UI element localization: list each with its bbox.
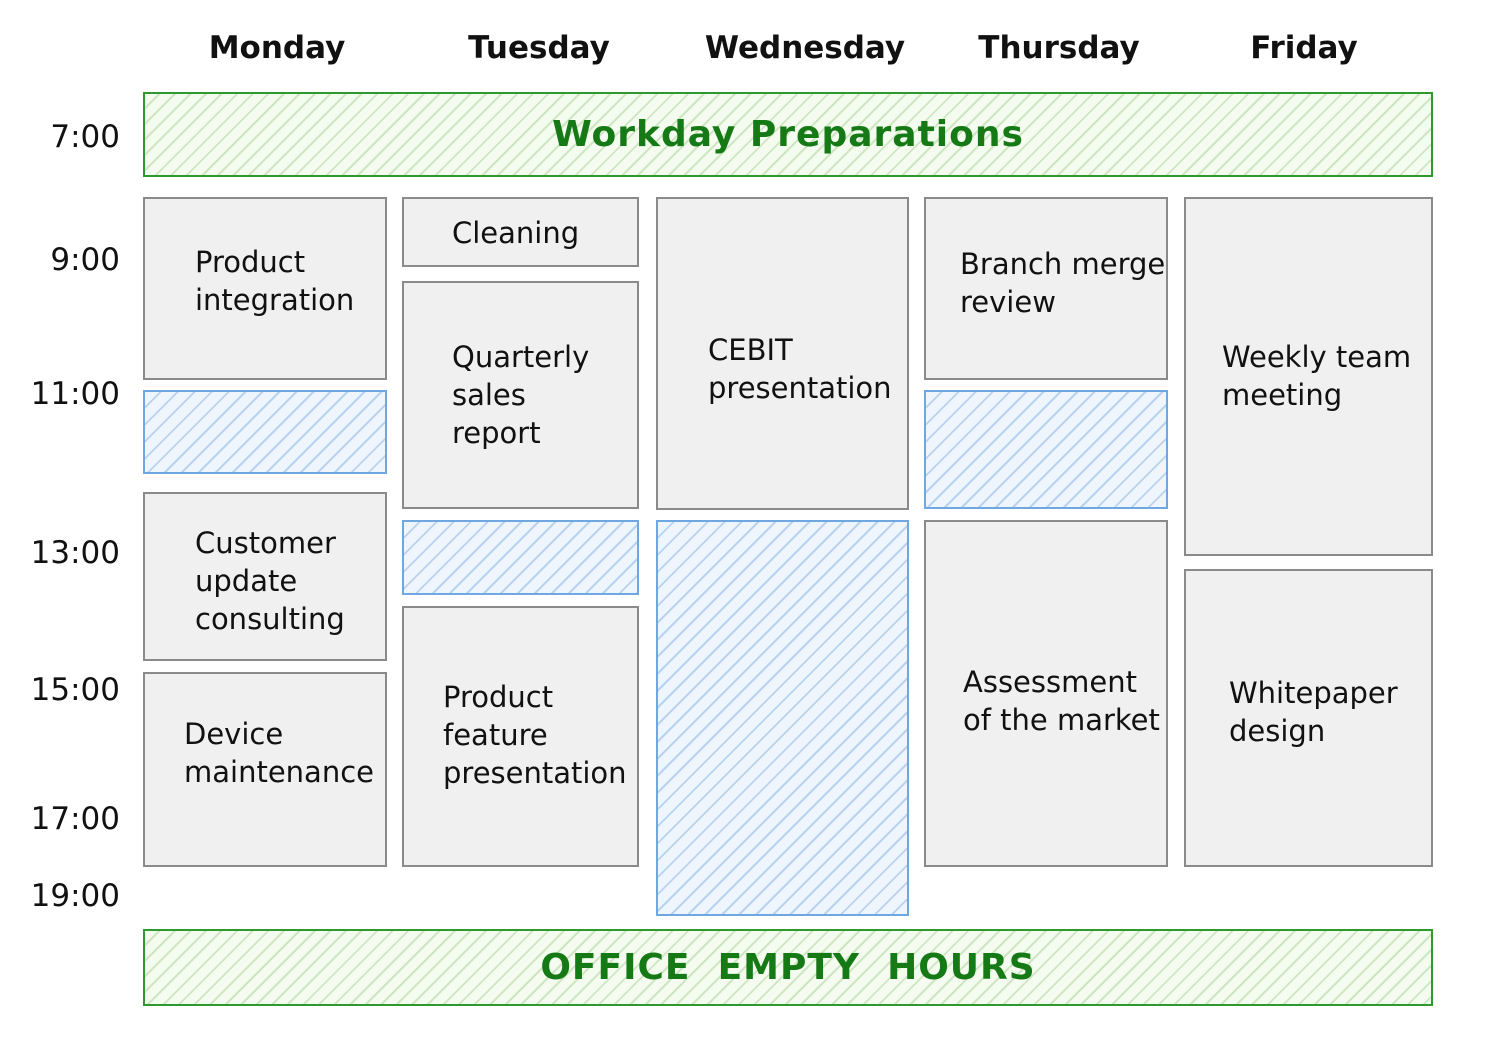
office-empty-hours-band: OFFICE EMPTY HOURS — [143, 929, 1433, 1006]
task-label: Cleaning — [452, 216, 580, 250]
task-branch-merge-review[interactable]: Branch merge review — [924, 197, 1168, 380]
task-cebit-presentation[interactable]: CEBIT presentation — [656, 197, 909, 510]
task-label: CEBIT presentation — [708, 333, 892, 405]
task-assessment-of-the-market[interactable]: Assessment of the market — [924, 520, 1168, 867]
free-slot-tuesday — [402, 520, 639, 595]
free-slot-wednesday — [656, 520, 909, 916]
task-quarterly-sales-report[interactable]: Quarterly sales report — [402, 281, 639, 509]
task-cleaning[interactable]: Cleaning — [402, 197, 639, 267]
task-label: Product integration — [195, 245, 355, 317]
task-label: Product feature presentation — [443, 680, 627, 790]
day-header-tuesday: Tuesday — [468, 30, 610, 66]
time-label-11: 11:00 — [30, 376, 120, 412]
task-label: Branch merge review — [960, 247, 1166, 319]
day-header-wednesday: Wednesday — [704, 30, 906, 66]
time-label-19: 19:00 — [30, 878, 120, 914]
time-label-7: 7:00 — [50, 119, 120, 155]
task-weekly-team-meeting[interactable]: Weekly team meeting — [1184, 197, 1433, 556]
time-label-9: 9:00 — [50, 242, 120, 278]
workday-preparations-label: Workday Preparations — [552, 114, 1024, 155]
day-header-friday: Friday — [1250, 30, 1358, 66]
free-slot-thursday — [924, 390, 1168, 509]
office-empty-hours-label: OFFICE EMPTY HOURS — [540, 947, 1036, 988]
task-customer-update-consulting[interactable]: Customer update consulting — [143, 492, 387, 661]
task-label: Customer update consulting — [195, 526, 345, 636]
task-product-feature-presentation[interactable]: Product feature presentation — [402, 606, 639, 867]
day-header-monday: Monday — [208, 30, 346, 66]
free-slot-monday — [143, 390, 387, 474]
task-label: Assessment of the market — [963, 665, 1160, 737]
task-label: Whitepaper design — [1229, 676, 1398, 748]
task-whitepaper-design[interactable]: Whitepaper design — [1184, 569, 1433, 867]
time-label-17: 17:00 — [30, 801, 120, 837]
task-device-maintenance[interactable]: Device maintenance — [143, 672, 387, 867]
day-header-thursday: Thursday — [978, 30, 1140, 66]
task-label: Quarterly sales report — [452, 340, 590, 450]
task-product-integration[interactable]: Product integration — [143, 197, 387, 380]
task-label: Weekly team meeting — [1222, 340, 1412, 412]
time-label-15: 15:00 — [30, 672, 120, 708]
task-label: Device maintenance — [184, 717, 374, 789]
workday-preparations-band: Workday Preparations — [143, 92, 1433, 177]
time-label-13: 13:00 — [30, 535, 120, 571]
